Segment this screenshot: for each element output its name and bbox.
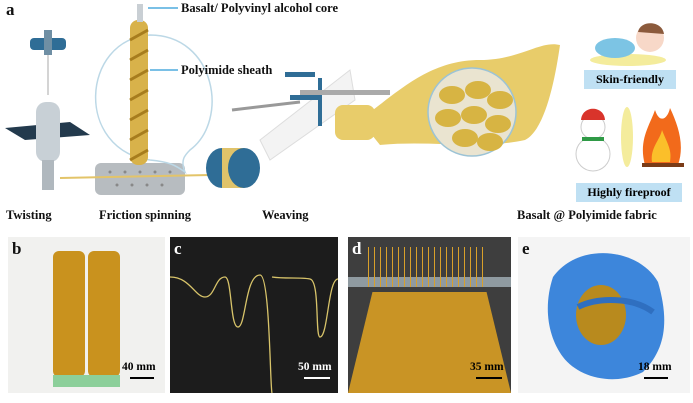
panel-e-photo: e 18 mm [518, 237, 690, 393]
panel-c-scale: 50 mm [298, 361, 332, 373]
step-twisting: Twisting [6, 208, 52, 222]
fabric-shield-icon [621, 107, 633, 167]
sleeping-baby-icon [590, 23, 666, 66]
panel-e-scale: 18 mm [638, 361, 672, 373]
twisting-machine-icon [5, 30, 90, 190]
panel-c-photo: c 50 mm [170, 237, 338, 393]
step-fabric: Basalt @ Polyimide fabric [517, 208, 657, 222]
process-illustration [5, 4, 684, 195]
core-callout: Basalt/ Polyvinyl alcohol core [181, 1, 339, 15]
gloved-hand-fabric-icon [547, 253, 665, 380]
sheath-callout: Polyimide sheath [181, 63, 273, 77]
step-weaving: Weaving [262, 208, 309, 222]
friction-drum-icon [59, 163, 211, 195]
panel-b-scale: 40 mm [122, 361, 156, 373]
yarn-spool-icon [53, 251, 85, 377]
panel-b-photo: b 40 mm [8, 237, 165, 393]
fireproof-tag: Highly fireproof [576, 183, 682, 202]
bobbin-icon [206, 148, 260, 188]
yarn-spool-icon [88, 251, 120, 377]
woven-fabric-icon [348, 292, 511, 393]
step-friction-spinning: Friction spinning [99, 208, 192, 222]
snowman-icon [575, 108, 611, 172]
panel-c-label: c [174, 239, 182, 258]
loom-icon [231, 69, 390, 161]
panel-b-label: b [12, 239, 22, 258]
panel-a-label: a [6, 0, 15, 19]
panel-d-photo: d 35 mm [348, 237, 511, 393]
panel-e-label: e [522, 239, 530, 258]
single-yarn-icon [170, 274, 338, 393]
core-sheath-yarn-icon [129, 4, 149, 165]
panel-d-scale: 35 mm [470, 361, 504, 373]
fire-icon [642, 108, 684, 167]
skin-friendly-tag: Skin-friendly [584, 70, 676, 89]
panel-d-label: d [352, 239, 362, 258]
